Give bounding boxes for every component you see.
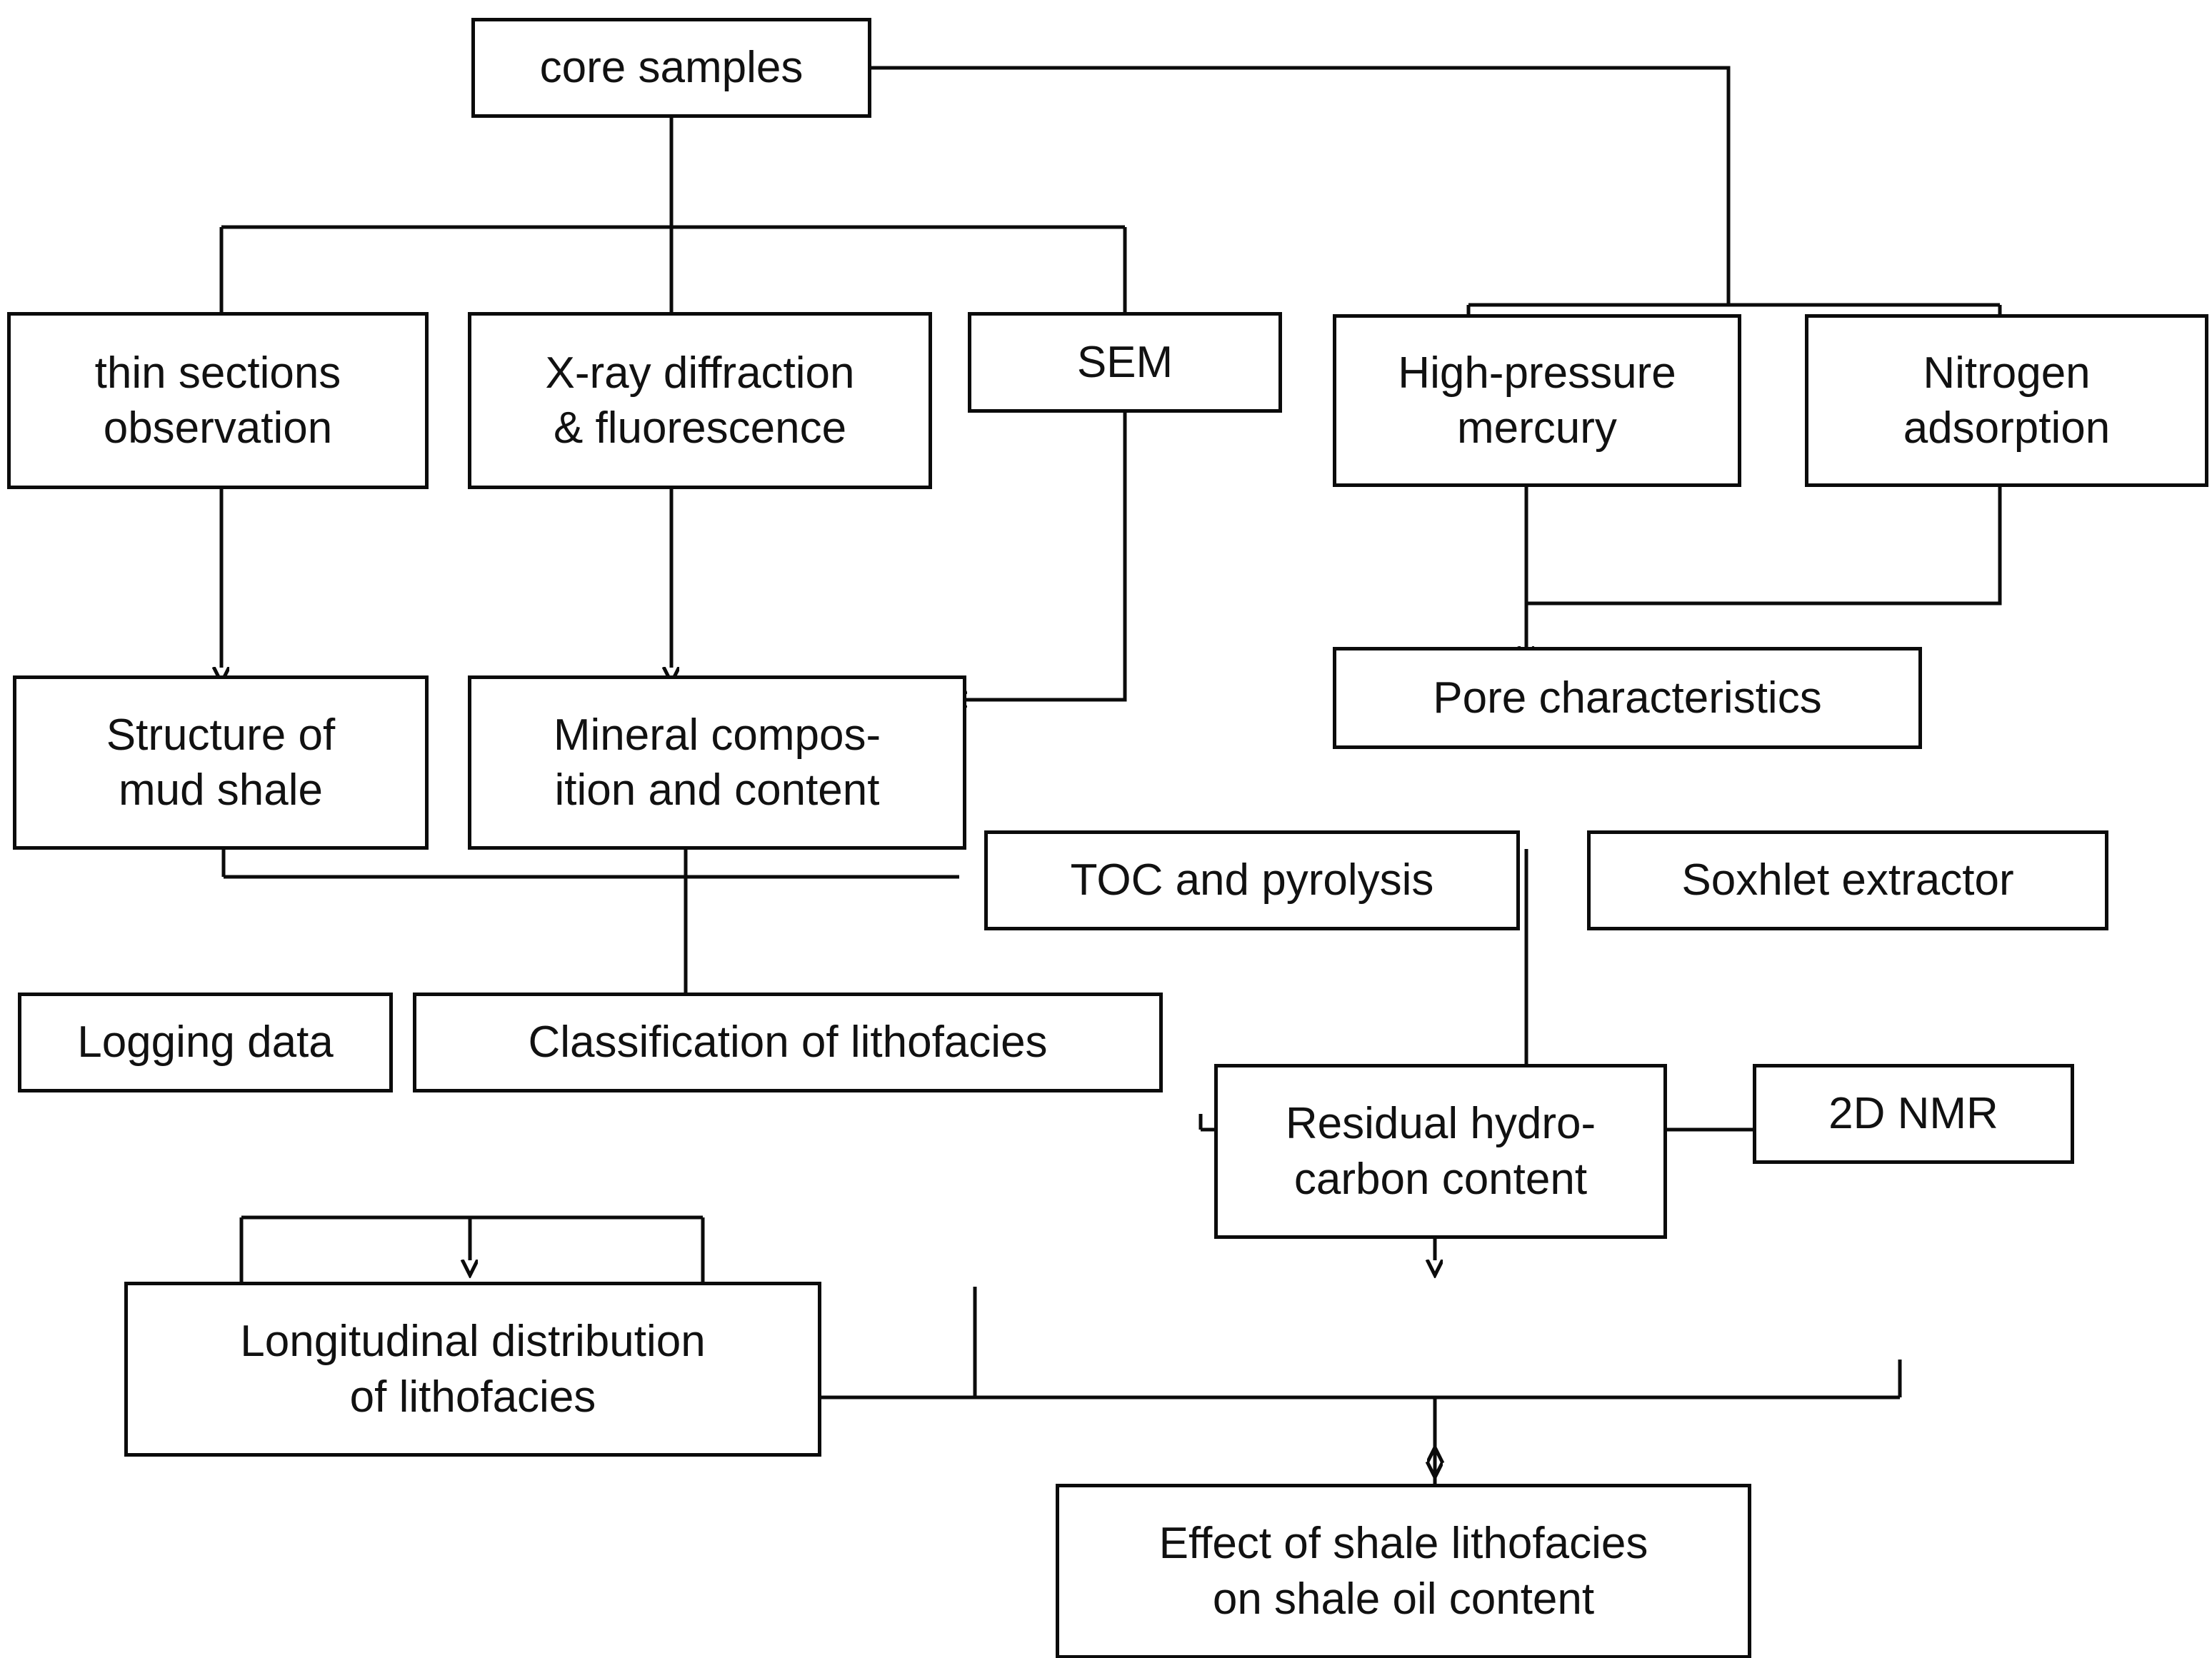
node-xray-diffraction-fluorescence[interactable]: X-ray diffraction & fluorescence [468,312,932,489]
node-residual-hydrocarbon-content[interactable]: Residual hydro- carbon content [1214,1064,1667,1239]
node-label: Effect of shale lithofacies on shale oil… [1158,1519,1648,1624]
node-label: 2D NMR [1828,1089,1998,1139]
node-label: Mineral compos- ition and content [553,710,881,815]
node-label: Logging data [77,1018,334,1067]
node-classification-of-lithofacies[interactable]: Classification of lithofacies [413,993,1163,1092]
node-label: thin sections observation [94,348,341,453]
edge-core-to-right-trunk [871,66,1731,305]
node-label: Nitrogen adsorption [1903,348,2111,453]
node-label: TOC and pyrolysis [1070,855,1434,905]
edge-sem-to-mineral [966,413,1127,700]
node-label: SEM [1076,337,1173,387]
node-logging-data[interactable]: Logging data [18,993,393,1092]
node-sem[interactable]: SEM [968,312,1282,413]
node-label: Residual hydro- carbon content [1285,1099,1596,1204]
node-label: Soxhlet extractor [1681,855,2014,905]
node-label: X-ray diffraction & fluorescence [545,348,855,453]
node-soxhlet-extractor[interactable]: Soxhlet extractor [1587,830,2108,930]
node-label: Pore characteristics [1433,673,1822,723]
node-core-samples[interactable]: core samples [471,18,871,118]
node-effect-of-shale-lithofacies[interactable]: Effect of shale lithofacies on shale oil… [1056,1484,1751,1658]
node-thin-sections-observation[interactable]: thin sections observation [7,312,429,489]
node-label: Classification of lithofacies [528,1018,1048,1067]
node-2d-nmr[interactable]: 2D NMR [1753,1064,2074,1164]
node-mineral-composition-and-content[interactable]: Mineral compos- ition and content [468,675,966,850]
edge-nitrogen-to-pore [1526,487,2002,606]
node-label: Structure of mud shale [106,710,336,815]
node-pore-characteristics[interactable]: Pore characteristics [1333,647,1922,749]
node-nitrogen-adsorption[interactable]: Nitrogen adsorption [1805,314,2208,487]
node-high-pressure-mercury[interactable]: High-pressure mercury [1333,314,1741,487]
node-structure-of-mud-shale[interactable]: Structure of mud shale [13,675,429,850]
node-label: High-pressure mercury [1398,348,1676,453]
node-label: Longitudinal distribution of lithofacies [240,1317,706,1422]
node-longitudinal-distribution-of-lithofacies[interactable]: Longitudinal distribution of lithofacies [124,1282,821,1457]
node-label: core samples [539,43,804,93]
node-toc-and-pyrolysis[interactable]: TOC and pyrolysis [984,830,1520,930]
